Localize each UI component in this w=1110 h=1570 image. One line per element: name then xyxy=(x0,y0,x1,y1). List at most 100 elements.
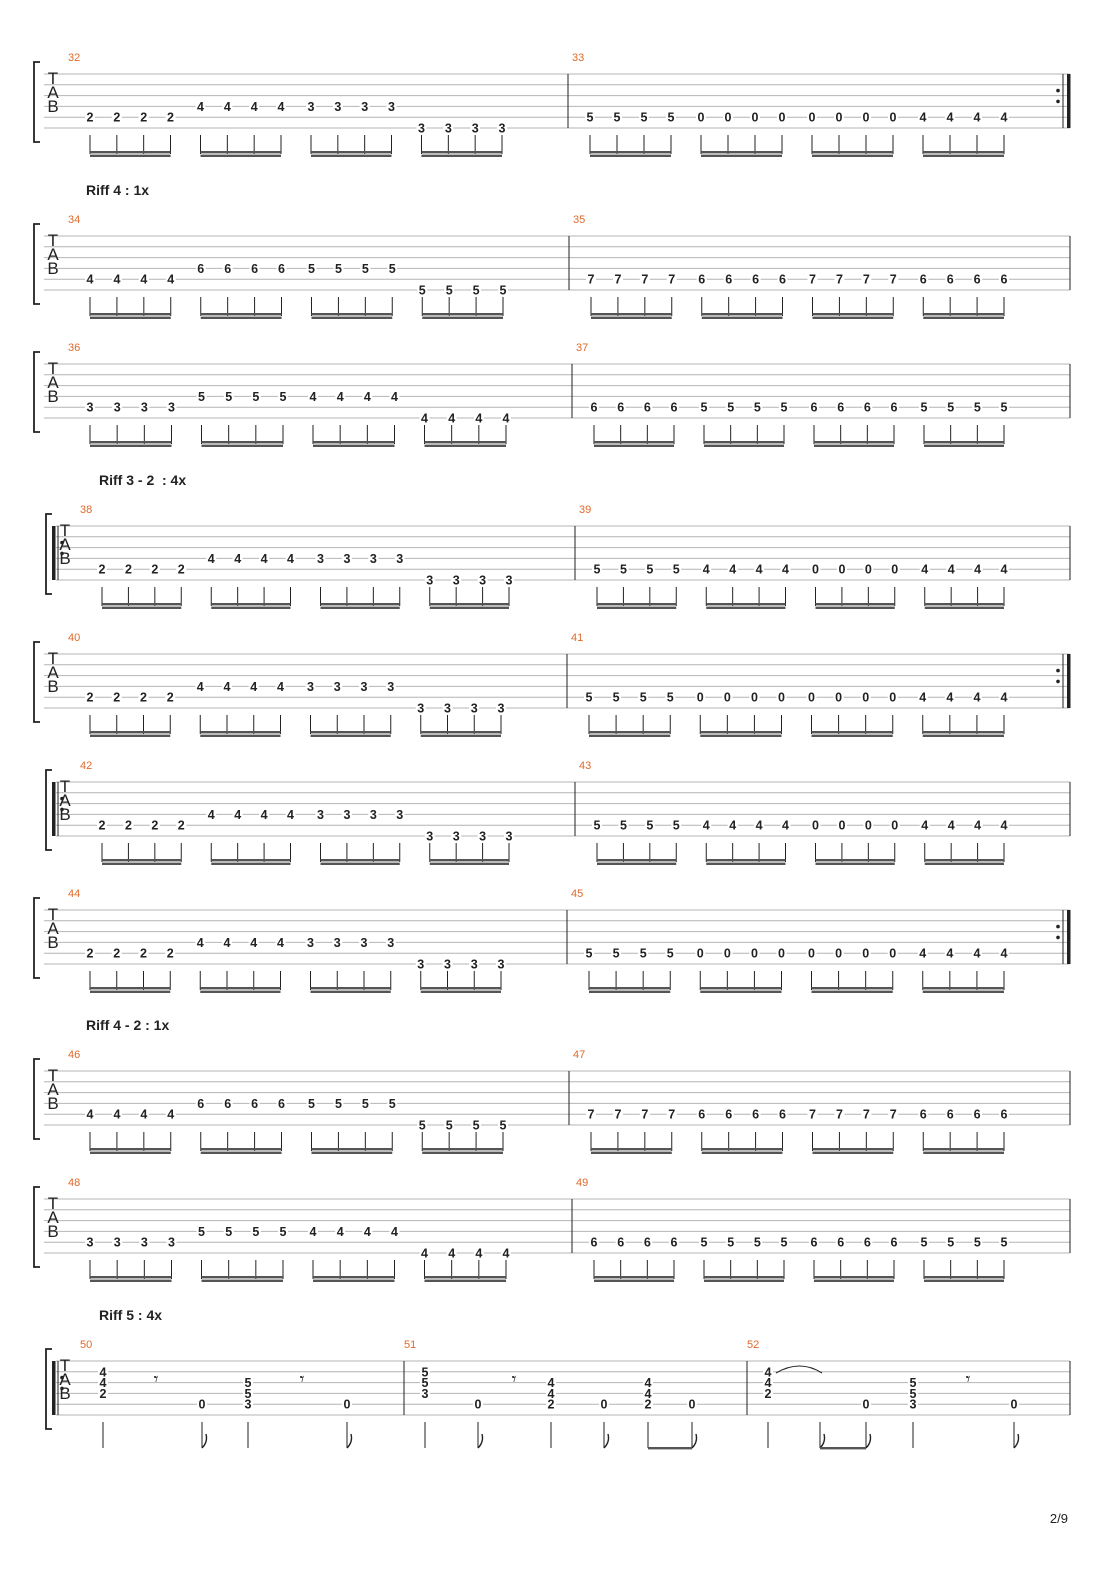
fret-number-background xyxy=(250,390,261,403)
fret-number-background xyxy=(232,808,243,821)
fret-number-background xyxy=(504,830,514,842)
fret-number: 2 xyxy=(645,1398,652,1412)
fret-number-background xyxy=(834,273,845,286)
beam xyxy=(589,987,671,990)
tab-clef-letter: B xyxy=(47,1222,58,1241)
fret-number-background xyxy=(112,401,123,414)
beam xyxy=(90,444,172,447)
beam xyxy=(313,1276,395,1279)
fret-number-background xyxy=(149,819,160,832)
beam xyxy=(90,151,171,154)
beam xyxy=(313,441,395,444)
fret-number-background xyxy=(85,947,95,960)
fret-number: 3 xyxy=(388,100,395,114)
beam xyxy=(590,154,671,157)
fret-number-background xyxy=(222,100,233,113)
beam xyxy=(706,859,786,862)
fret-number: 6 xyxy=(1001,273,1008,287)
fret-number: 5 xyxy=(586,947,593,961)
fret-number: 2 xyxy=(151,819,158,833)
fret-number-background xyxy=(946,563,957,576)
fret-number: 2 xyxy=(99,563,106,577)
fret-number: 3 xyxy=(141,1236,148,1250)
fret-number: 4 xyxy=(974,563,981,577)
tab-clef-letter: B xyxy=(59,549,70,568)
fret-number: 6 xyxy=(644,401,651,415)
fret-number-background xyxy=(643,1398,653,1411)
fret-number: 4 xyxy=(765,1365,772,1379)
fret-number-background xyxy=(639,273,650,286)
fret-number-background xyxy=(222,936,232,949)
beam xyxy=(200,990,281,993)
beam xyxy=(814,1276,894,1279)
fret-number-background xyxy=(249,262,260,275)
page-number: 2/9 xyxy=(1049,1511,1068,1526)
beam xyxy=(200,987,281,990)
beam xyxy=(706,606,786,609)
fret-number: 4 xyxy=(234,808,241,822)
system-bracket xyxy=(33,1058,40,1140)
fret-number-background xyxy=(695,947,706,960)
fret-number: 6 xyxy=(837,401,844,415)
beam xyxy=(700,731,782,734)
fret-number-background xyxy=(615,401,626,414)
beam xyxy=(200,313,282,316)
fret-number-background xyxy=(586,273,596,286)
fret-number-background xyxy=(945,273,956,286)
fret-number-background xyxy=(546,1376,556,1389)
fret-number-background xyxy=(223,1225,234,1238)
fret-number-background xyxy=(776,947,787,960)
fret-number: 5 xyxy=(198,1225,205,1239)
fret-number-background xyxy=(166,1236,177,1249)
beam xyxy=(704,444,784,447)
fret-number: 2 xyxy=(140,947,147,961)
tab-clef-letter: A xyxy=(47,1208,59,1227)
fret-number: 6 xyxy=(947,273,954,287)
fret-number-background xyxy=(308,1225,318,1238)
fret-number-background xyxy=(420,1365,430,1378)
beam xyxy=(922,731,1004,734)
beam xyxy=(923,1151,1004,1154)
fret-number: 0 xyxy=(809,111,816,125)
beam xyxy=(429,859,509,862)
beam xyxy=(90,1151,171,1154)
fret-number: 4 xyxy=(973,691,980,705)
beam xyxy=(591,316,672,319)
beam xyxy=(102,606,182,609)
fret-number-background xyxy=(416,122,427,134)
fret-number-background xyxy=(763,1376,773,1389)
fret-number: 4 xyxy=(224,936,231,950)
fret-number: 0 xyxy=(835,691,842,705)
fret-number-background xyxy=(780,563,791,576)
beam xyxy=(701,1148,783,1151)
beam xyxy=(320,606,400,609)
tab-clef-letter: T xyxy=(48,231,58,250)
fret-number-background xyxy=(250,1225,261,1238)
beam xyxy=(923,154,1004,157)
measure-number: 36 xyxy=(68,342,80,354)
beam xyxy=(700,990,782,993)
fret-number-background xyxy=(424,830,435,842)
fret-number-background xyxy=(836,819,847,832)
fret-number: 4 xyxy=(448,1247,455,1261)
fret-number-background xyxy=(420,1387,430,1400)
measure-number: 41 xyxy=(571,632,583,644)
fret-number: 6 xyxy=(891,1236,898,1250)
fret-number-background xyxy=(862,401,873,414)
fret-number-background xyxy=(887,691,898,704)
fret-number: 0 xyxy=(724,691,731,705)
fret-number: 0 xyxy=(838,563,845,577)
fret-number: 3 xyxy=(472,122,479,136)
fret-number: 6 xyxy=(591,401,598,415)
beam xyxy=(814,1279,894,1282)
fret-number: 5 xyxy=(614,111,621,125)
fret-number: 7 xyxy=(588,273,595,287)
fret-number-background xyxy=(972,819,983,832)
fret-number-background xyxy=(780,819,791,832)
fret-number-background xyxy=(779,401,789,414)
fret-number: 4 xyxy=(946,947,953,961)
fret-number-background xyxy=(149,563,160,576)
fret-number: 3 xyxy=(343,808,350,822)
fret-number-background xyxy=(889,563,900,576)
beam xyxy=(310,987,391,990)
